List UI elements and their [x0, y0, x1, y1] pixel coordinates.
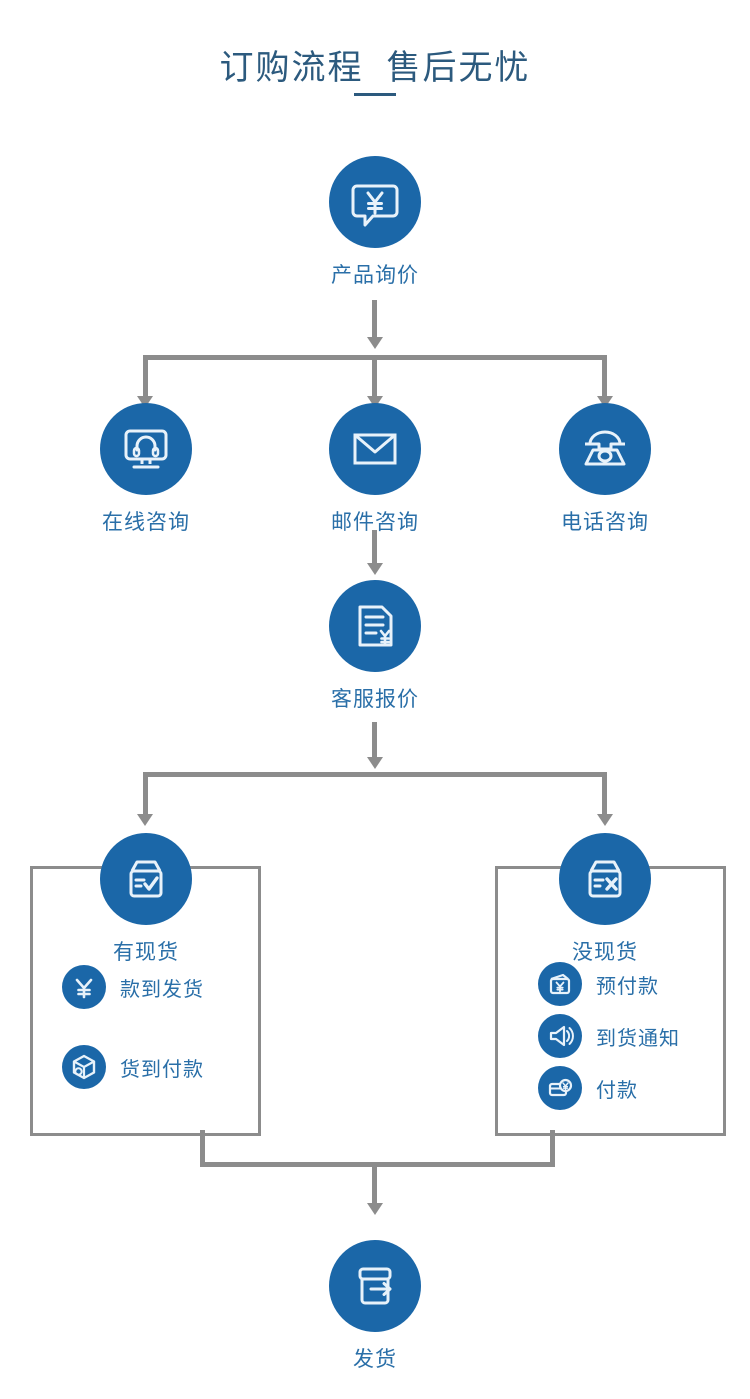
connector-leg-left [143, 772, 148, 817]
connector-quote-down [372, 722, 377, 760]
telephone-icon [559, 403, 651, 495]
box-arrow-out-icon [329, 1240, 421, 1332]
node-label: 有现货 [113, 941, 179, 964]
envelope-icon [329, 403, 421, 495]
node-label: 在线咨询 [102, 511, 190, 534]
box-cross-icon [559, 833, 651, 925]
document-yen-icon [329, 580, 421, 672]
connector-leg-center [372, 355, 377, 399]
connector-merge-leg-right [550, 1130, 555, 1167]
list-item-label: 货到付款 [120, 1058, 204, 1081]
list-item-label: 到货通知 [596, 1027, 680, 1050]
wallet-yen-icon [538, 962, 582, 1006]
yen-circle-icon [62, 965, 106, 1009]
list-item-label: 付款 [596, 1079, 638, 1102]
connector-merge-leg-left [200, 1130, 205, 1167]
node-shipment[interactable]: 发货 [329, 1240, 421, 1373]
node-out-of-stock[interactable]: 没现货 [559, 833, 651, 966]
connector-start-down [372, 300, 377, 340]
connector-merge-bus [200, 1162, 555, 1167]
list-item-cash-on-delivery[interactable]: 货到付款 [62, 1045, 204, 1089]
node-label: 邮件咨询 [331, 511, 419, 534]
page-title: 订购流程 售后无忧 [219, 49, 531, 87]
monitor-headset-icon [100, 403, 192, 495]
title-underline-rule [354, 93, 396, 96]
node-in-stock[interactable]: 有现货 [100, 833, 192, 966]
connector-leg-left [143, 355, 148, 399]
list-item-label: 款到发货 [120, 978, 204, 1001]
list-item-prepayment[interactable]: 预付款 [538, 962, 659, 1006]
node-online-consultation[interactable]: 在线咨询 [100, 403, 192, 536]
package-icon [62, 1045, 106, 1089]
connector-bus-two-way [143, 772, 607, 777]
box-check-icon [100, 833, 192, 925]
node-label: 客服报价 [331, 688, 419, 711]
node-label: 产品询价 [331, 264, 419, 287]
node-label: 电话咨询 [561, 511, 649, 534]
connector-merge-down [372, 1162, 377, 1206]
connector-arrowhead [597, 814, 613, 826]
megaphone-icon [538, 1014, 582, 1058]
node-label: 没现货 [572, 941, 638, 964]
node-product-inquiry[interactable]: 产品询价 [329, 156, 421, 289]
speech-bubble-yen-icon [329, 156, 421, 248]
connector-arrowhead [367, 757, 383, 769]
list-item-label: 预付款 [596, 975, 659, 998]
connector-arrowhead [367, 1203, 383, 1215]
node-email-consultation[interactable]: 邮件咨询 [329, 403, 421, 536]
card-coin-icon [538, 1066, 582, 1110]
connector-arrowhead [137, 814, 153, 826]
connector-arrowhead [367, 563, 383, 575]
node-service-quotation[interactable]: 客服报价 [329, 580, 421, 713]
connector-leg-right [602, 772, 607, 817]
node-label: 发货 [353, 1348, 397, 1371]
node-phone-consultation[interactable]: 电话咨询 [559, 403, 651, 536]
connector-leg-right [602, 355, 607, 399]
connector-email-to-quote [372, 530, 377, 566]
list-item-arrival-notification[interactable]: 到货通知 [538, 1014, 680, 1058]
list-item-payment-then-ship[interactable]: 款到发货 [62, 965, 204, 1009]
connector-arrowhead [367, 337, 383, 349]
list-item-payment[interactable]: 付款 [538, 1066, 638, 1110]
